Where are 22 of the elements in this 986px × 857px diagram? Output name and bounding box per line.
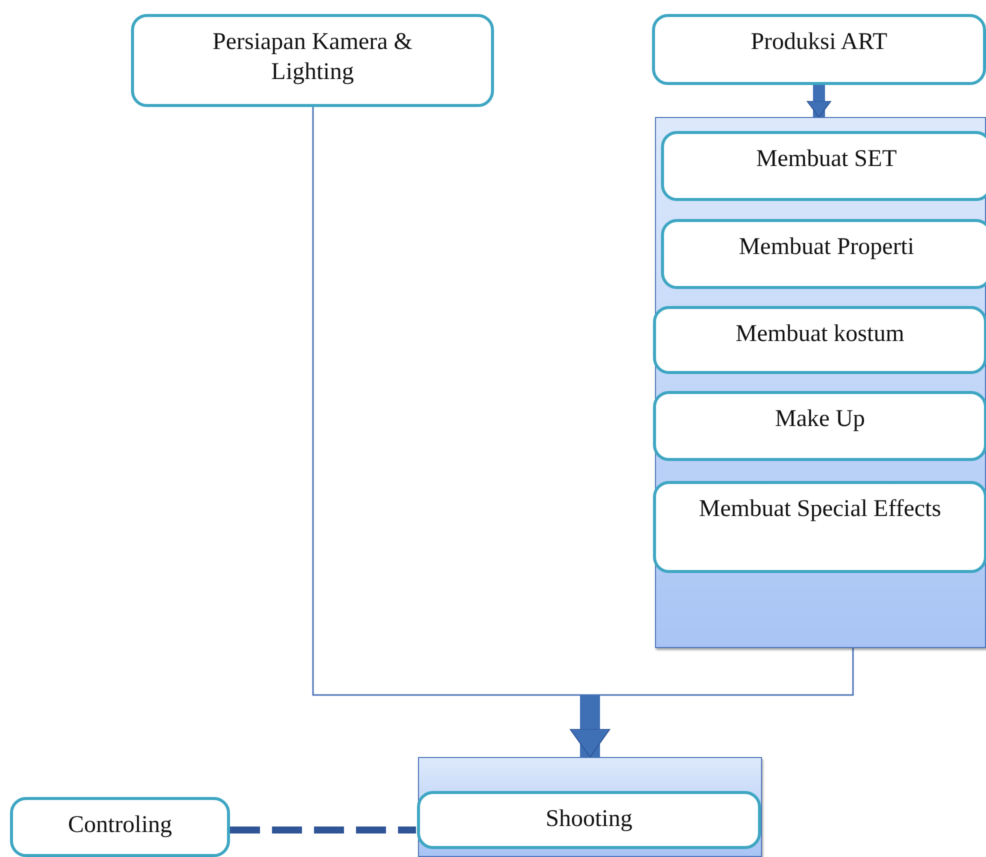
group-panel xyxy=(418,757,762,857)
box-label: Membuat Properti xyxy=(738,233,914,262)
process-box xyxy=(653,481,986,573)
box-label: Persiapan Kamera & Lighting xyxy=(212,28,414,87)
process-box xyxy=(653,306,986,374)
box-label: Make Up xyxy=(775,405,865,434)
process-box xyxy=(661,131,986,201)
box-label: Controling xyxy=(68,811,172,840)
group-panel xyxy=(655,117,986,648)
process-box xyxy=(417,791,761,849)
box-label: Shooting xyxy=(546,805,632,834)
box-label: Membuat SET xyxy=(756,145,897,174)
box-label: Membuat Special Effects xyxy=(698,495,942,524)
dashed-connector xyxy=(230,826,416,834)
process-box xyxy=(653,391,986,461)
process-box xyxy=(652,14,986,85)
arrow xyxy=(570,695,610,758)
box-label: Produksi ART xyxy=(750,28,888,57)
box-label: Membuat kostum xyxy=(736,320,904,349)
process-box xyxy=(661,219,986,289)
process-box xyxy=(10,797,230,857)
process-box xyxy=(131,14,494,107)
